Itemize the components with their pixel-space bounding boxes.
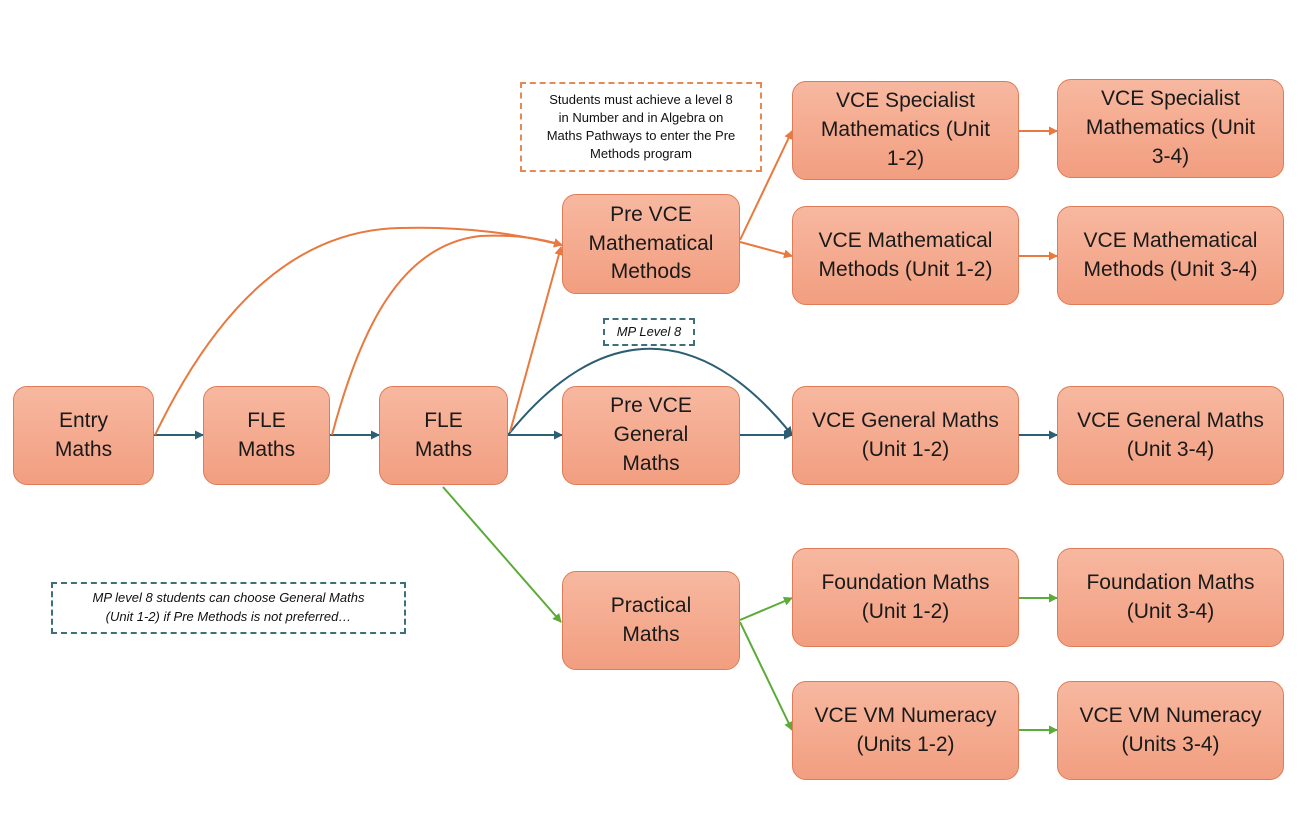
arrow-fle2-to-practical (442, 486, 562, 623)
arrow-fle1-to-pre-methods (331, 234, 563, 436)
node-practical-maths[interactable]: Practical Maths (562, 571, 740, 670)
node-vce-specialist-mathematics-unit-1-2[interactable]: VCE Specialist Mathematics (Unit 1-2) (792, 81, 1019, 180)
node-vce-specialist-mathematics-unit-3-4[interactable]: VCE Specialist Mathematics (Unit 3-4) (1057, 79, 1284, 178)
node-vce-mathematical-methods-unit-1-2[interactable]: VCE Mathematical Methods (Unit 1-2) (792, 206, 1019, 305)
node-vce-general-maths-unit-3-4[interactable]: VCE General Maths (Unit 3-4) (1057, 386, 1284, 485)
node-pre-vce-general-maths[interactable]: Pre VCE General Maths (562, 386, 740, 485)
node-vce-vm-numeracy-units-3-4[interactable]: VCE VM Numeracy (Units 3-4) (1057, 681, 1284, 780)
node-foundation-maths-unit-1-2[interactable]: Foundation Maths (Unit 1-2) (792, 548, 1019, 647)
node-fle-maths-2[interactable]: FLE Maths (379, 386, 508, 485)
node-vce-mathematical-methods-unit-3-4[interactable]: VCE Mathematical Methods (Unit 3-4) (1057, 206, 1284, 305)
arrow-pre-methods-to-methods-12 (739, 241, 793, 259)
node-foundation-maths-unit-3-4[interactable]: Foundation Maths (Unit 3-4) (1057, 548, 1284, 647)
note-mp-level-8: MP Level 8 (603, 318, 695, 346)
arrow-entry-to-pre-methods (154, 226, 563, 436)
node-fle-maths-1[interactable]: FLE Maths (203, 386, 330, 485)
arrow-pre-methods-to-specialist-12 (739, 130, 793, 241)
node-vce-general-maths-unit-1-2[interactable]: VCE General Maths (Unit 1-2) (792, 386, 1019, 485)
arc-mp-level-8-bypass (507, 347, 793, 436)
node-vce-vm-numeracy-units-1-2[interactable]: VCE VM Numeracy (Units 1-2) (792, 681, 1019, 780)
note-pre-methods-requirement: Students must achieve a level 8 in Numbe… (520, 82, 762, 172)
arrow-fle2-to-pre-methods (509, 246, 564, 433)
node-pre-vce-mathematical-methods[interactable]: Pre VCE Mathematical Methods (562, 194, 740, 294)
note-general-maths-choice: MP level 8 students can choose General M… (51, 582, 406, 634)
node-entry-maths[interactable]: Entry Maths (13, 386, 154, 485)
arrow-practical-to-foundation-12 (739, 596, 793, 621)
arrow-practical-to-vm-numeracy-12 (739, 621, 793, 731)
